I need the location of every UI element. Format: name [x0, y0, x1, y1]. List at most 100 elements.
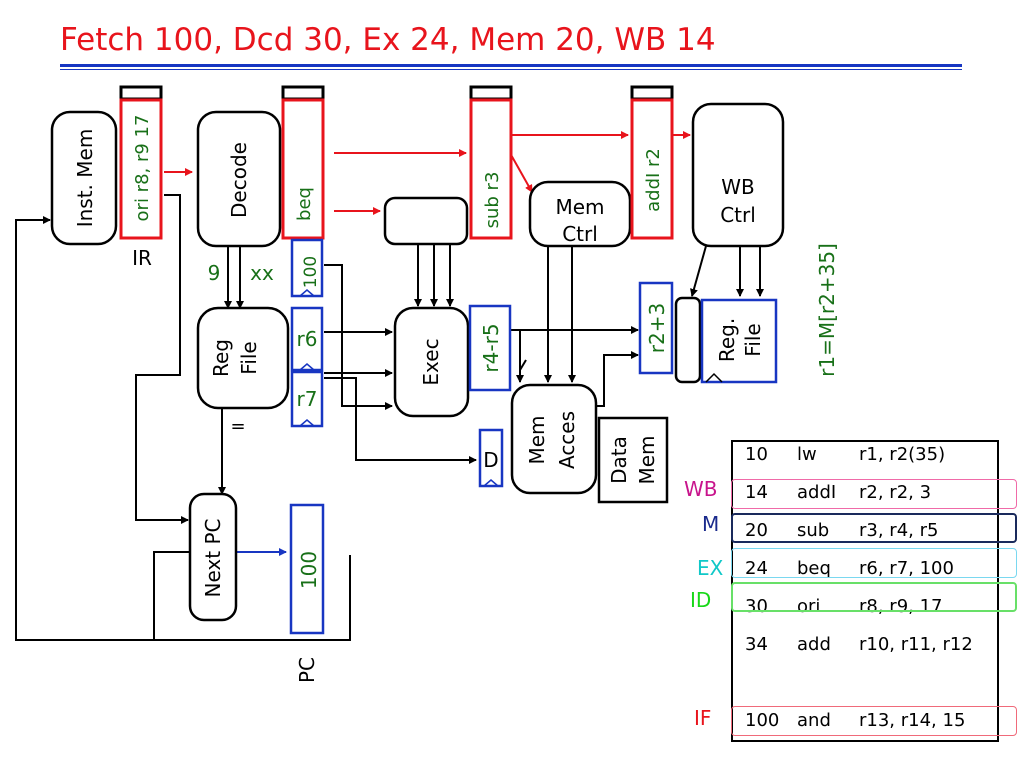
data-mem-block [597, 416, 669, 504]
next-pc-label: Next PC [201, 519, 225, 598]
row-args: r10, r11, r12 [859, 634, 973, 655]
ir-label: IR [132, 246, 152, 270]
if-id-register [119, 98, 163, 240]
data-registers [289, 238, 778, 635]
id-stage-label: ID [690, 588, 712, 612]
rs-value: r6 [297, 327, 318, 351]
row-op: lw [797, 444, 817, 465]
wb-mux-block [674, 296, 702, 384]
m-stage-highlight [731, 513, 1017, 543]
d-register [478, 428, 504, 488]
equals-label: = [230, 416, 245, 437]
slide-title: Fetch 100, Dcd 30, Ex 24, Mem 20, WB 14 [60, 22, 716, 58]
if-stage-label: IF [694, 706, 712, 730]
data-mem-label-2: Mem [635, 435, 659, 484]
mem-acces-label-2: Acces [555, 411, 579, 469]
inst-mem-label: Inst. Mem [73, 129, 97, 228]
nine-label: 9 [208, 261, 221, 285]
program-row: 10 lw r1, r2(35) [733, 442, 997, 468]
decode-label: Decode [227, 142, 251, 218]
row-op: beq [797, 558, 831, 579]
mem-ctrl-label-1: Mem [555, 195, 604, 219]
ex-mem-register [469, 98, 513, 240]
row-op: addI [797, 482, 837, 503]
row-addr: 20 [745, 520, 768, 541]
red-wires [164, 131, 691, 215]
ex-stage-label: EX [697, 556, 724, 580]
pipeline-reg-caps [119, 85, 674, 101]
program-row: 100 and r13, r14, 15 [733, 708, 997, 734]
d-register-label: D [483, 448, 498, 472]
inst-mem-block [50, 110, 118, 246]
imm-register [290, 238, 324, 298]
rt-value: r7 [297, 387, 318, 411]
reg-file-label-2: File [237, 341, 261, 374]
program-row: 24 beq r6, r7, 100 [733, 556, 997, 582]
wb-value-register [638, 281, 674, 375]
mem-wb-contents: addI r2 [643, 148, 664, 212]
row-args: r6, r7, 100 [859, 558, 954, 579]
program-row: 20 sub r3, r4, r5 [733, 518, 997, 544]
row-args: r1, r2(35) [859, 444, 946, 465]
wb-stage-highlight [731, 479, 1017, 509]
pc-register [289, 503, 325, 635]
wb-value: r2+3 [645, 303, 669, 353]
wb-ctrl-label-1: WB [721, 175, 755, 199]
row-addr: 100 [745, 710, 780, 731]
wb-clock-tick [705, 372, 723, 383]
title-rule [60, 64, 962, 67]
row-addr: 24 [745, 558, 768, 579]
decode-block [196, 110, 282, 248]
rt-register [290, 370, 324, 428]
pipeline-registers [119, 98, 674, 240]
title-rule-thin [60, 69, 962, 70]
row-op: and [797, 710, 831, 731]
r1-annotation: r1=M[r2+35] [815, 243, 839, 377]
ex-mem-contents: sub r3 [482, 172, 503, 229]
id-stage-highlight [731, 582, 1017, 612]
reg-file-wb-label-1: Reg. [715, 318, 739, 362]
reg-file-wb-label-2: File [741, 323, 765, 356]
xx-label: xx [250, 261, 274, 285]
wb-stage-label: WB [684, 477, 718, 501]
wb-ctrl-block [691, 102, 785, 248]
row-addr: 10 [745, 444, 768, 465]
next-pc-block [188, 492, 238, 622]
row-args: r13, r14, 15 [859, 710, 966, 731]
program-row: 14 addI r2, r2, 3 [733, 480, 997, 506]
wb-ctrl-label-2: Ctrl [720, 203, 756, 227]
reg-file-block [196, 306, 290, 410]
id-ex-register [281, 98, 325, 240]
row-op: add [797, 634, 831, 655]
row-addr: 34 [745, 634, 768, 655]
row-args: r3, r4, r5 [859, 520, 939, 541]
pc-label: PC [295, 657, 319, 683]
alu-out-value: r4-r5 [479, 323, 503, 372]
mem-ctrl-block [528, 180, 632, 248]
exec-block [393, 306, 470, 418]
row-addr: 14 [745, 482, 768, 503]
rs-register [290, 306, 324, 372]
id-ex-contents: beq [294, 187, 315, 221]
mem-ctrl-label-2: Ctrl [562, 222, 598, 246]
reg-file-label-1: Reg [209, 339, 233, 377]
row-op: sub [797, 520, 830, 541]
program-row: 34 add r10, r11, r12 [733, 632, 997, 658]
program-listing: 10 lw r1, r2(35) 14 addI r2, r2, 3 20 su… [731, 440, 999, 742]
mem-acces-block [510, 383, 598, 495]
imm-value: 100 [301, 256, 321, 288]
alu-out-register [468, 304, 512, 392]
black-wires [15, 194, 764, 641]
row-args: r2, r2, 3 [859, 482, 932, 503]
mux-block [383, 196, 469, 246]
mem-acces-label-1: Mem [525, 415, 549, 464]
if-stage-highlight [731, 706, 1017, 736]
clock-ticks [299, 289, 499, 487]
ex-stage-highlight [731, 548, 1017, 578]
pc-value: 100 [297, 551, 321, 589]
mem-wb-register [630, 98, 674, 240]
reg-file-wb-block [700, 298, 778, 384]
ir-contents: ori r8, r9 17 [132, 115, 153, 222]
